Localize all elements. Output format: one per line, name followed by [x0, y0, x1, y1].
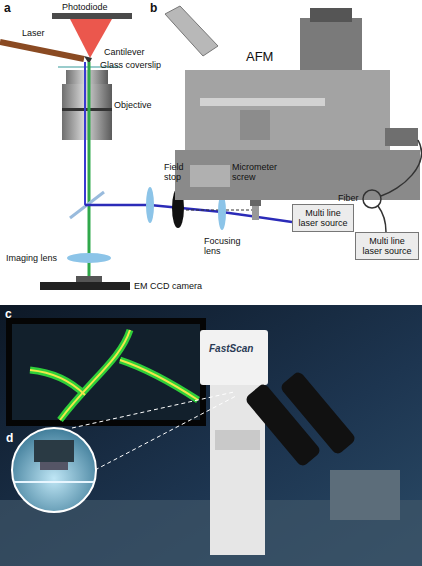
device-brand-text: FastScan	[209, 344, 253, 354]
box-text: Multi line laser source	[360, 236, 414, 256]
box-text: Multi line laser source	[297, 208, 349, 228]
drawing-shape	[30, 330, 198, 420]
drawing-shape	[67, 253, 111, 263]
drawing-shape	[240, 110, 270, 140]
drawing-shape	[250, 200, 261, 206]
drawing-shape	[378, 206, 386, 232]
setup-photograph	[0, 305, 422, 566]
part-label: Micrometer screw	[232, 162, 284, 182]
drawing-shape	[14, 481, 94, 483]
part-label: Objective	[114, 100, 152, 110]
drawing-shape	[200, 330, 268, 385]
part-label: Field stop	[164, 162, 194, 182]
drawing-shape	[381, 140, 421, 196]
drawing-shape	[279, 370, 357, 456]
drawing-shape	[6, 318, 206, 426]
panel-letter: d	[6, 432, 13, 445]
drawing-shape	[190, 165, 230, 187]
drawing-shape	[76, 276, 102, 282]
drawing-shape	[215, 430, 260, 450]
drawing-shape	[34, 440, 74, 462]
drawing-shape	[88, 62, 91, 280]
drawing-shape	[310, 8, 352, 22]
part-label: Cantilever	[104, 47, 145, 57]
drawing-shape	[84, 62, 86, 205]
laser-source-box: Multi line laser source	[355, 232, 419, 260]
part-label: Fiber	[338, 193, 359, 203]
drawing-shape	[165, 6, 218, 56]
drawing-shape	[52, 13, 132, 19]
drawing-shape	[40, 462, 68, 470]
drawing-shape	[40, 282, 130, 290]
drawing-shape	[30, 330, 198, 420]
drawing-shape	[95, 396, 236, 470]
drawing-shape	[300, 18, 362, 70]
afm-microscope-drawing	[165, 6, 421, 232]
drawing-shape	[146, 187, 154, 223]
drawing-shape	[385, 128, 418, 146]
panel-letter: b	[150, 2, 157, 15]
part-label: Focusing lens	[204, 236, 248, 256]
drawing-shape	[66, 70, 108, 84]
drawing-shape	[363, 190, 381, 208]
drawing-shape	[175, 150, 420, 200]
drawing-shape	[330, 470, 400, 520]
drawing-shape	[200, 98, 325, 106]
part-label: Laser	[22, 28, 45, 38]
part-label: Imaging lens	[6, 253, 57, 263]
drawing-shape	[185, 70, 390, 155]
drawing-shape	[62, 84, 112, 140]
part-label: EM CCD camera	[134, 281, 202, 291]
drawing-shape	[12, 324, 200, 420]
drawing-shape	[0, 305, 422, 566]
drawing-shape	[62, 108, 112, 111]
part-label: Photodiode	[62, 2, 108, 12]
instrument-label: AFM	[246, 50, 273, 64]
laser-source-box: Multi line laser source	[292, 204, 354, 232]
drawing-shape	[85, 205, 292, 222]
drawing-shape	[12, 428, 96, 512]
drawing-shape	[0, 42, 84, 59]
panel-letter: a	[4, 2, 11, 15]
panel-letter: c	[5, 308, 12, 321]
part-label: Glass coverslip	[100, 60, 161, 70]
